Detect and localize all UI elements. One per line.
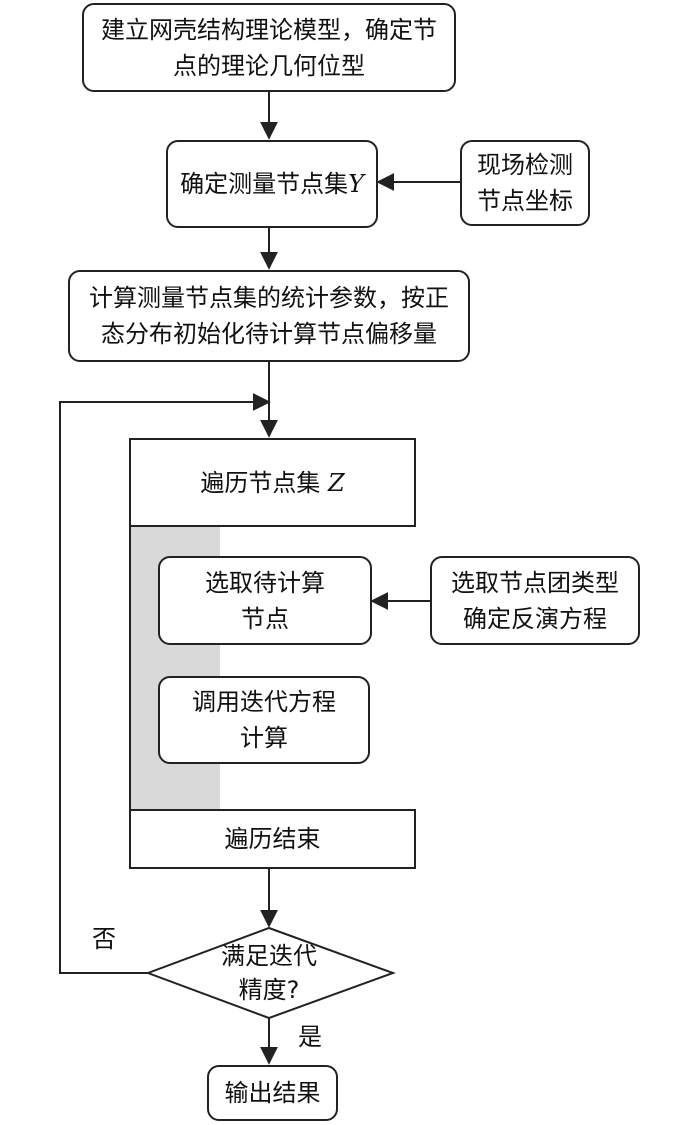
node-compute-stats-line2: 态分布初始化待计算节点偏移量 [101,320,437,348]
label-no: 否 [92,925,116,953]
node-compute-stats-line1: 计算测量节点集的统计参数，按正 [89,284,449,312]
node-decision-line2: 精度? [238,976,300,1004]
node-field-detect-line1: 现场检测 [477,151,573,179]
node-measure-set: 确定测量节点集Y [166,140,378,228]
node-decision: 满足迭代 精度? [189,939,349,1007]
node-measure-set-label: 确定测量节点集Y [180,166,364,202]
node-traverse-label: 遍历节点集 Z [200,465,344,501]
node-traverse-var: Z [327,468,345,497]
node-select-node-line2: 节点 [241,604,289,633]
node-select-cluster-line1: 选取节点团类型 [451,568,619,597]
node-measure-set-text: 确定测量节点集 [180,170,349,198]
node-measure-set-var: Y [348,170,364,198]
label-yes: 是 [298,1023,322,1051]
node-compute-stats: 计算测量节点集的统计参数，按正 态分布初始化待计算节点偏移量 [68,270,470,362]
node-select-node: 选取待计算 节点 [158,556,372,645]
node-output-text: 输出结果 [224,1079,321,1107]
node-traverse: 遍历节点集 Z [129,438,416,527]
node-traverse-end-text: 遍历结束 [224,825,321,853]
node-field-detect-line2: 节点坐标 [477,187,573,215]
node-build-model: 建立网壳结构理论模型，确定节 点的理论几何位型 [82,3,456,92]
node-output: 输出结果 [207,1065,338,1121]
node-traverse-text: 遍历节点集 [200,468,328,497]
node-iterate-calc: 调用迭代方程 计算 [158,676,370,764]
node-build-model-line2: 点的理论几何位型 [173,51,365,80]
node-iterate-calc-line2: 计算 [240,724,288,752]
arrow-loop-back [59,393,271,974]
node-decision-line1: 满足迭代 [221,942,317,970]
node-select-cluster-line2: 确定反演方程 [463,604,607,633]
node-select-node-line1: 选取待计算 [205,568,325,597]
node-traverse-end: 遍历结束 [129,809,416,869]
node-field-detect: 现场检测 节点坐标 [460,140,590,226]
node-iterate-calc-line1: 调用迭代方程 [192,688,336,716]
node-select-cluster: 选取节点团类型 确定反演方程 [430,556,640,645]
node-build-model-line1: 建立网壳结构理论模型，确定节 [101,15,437,44]
